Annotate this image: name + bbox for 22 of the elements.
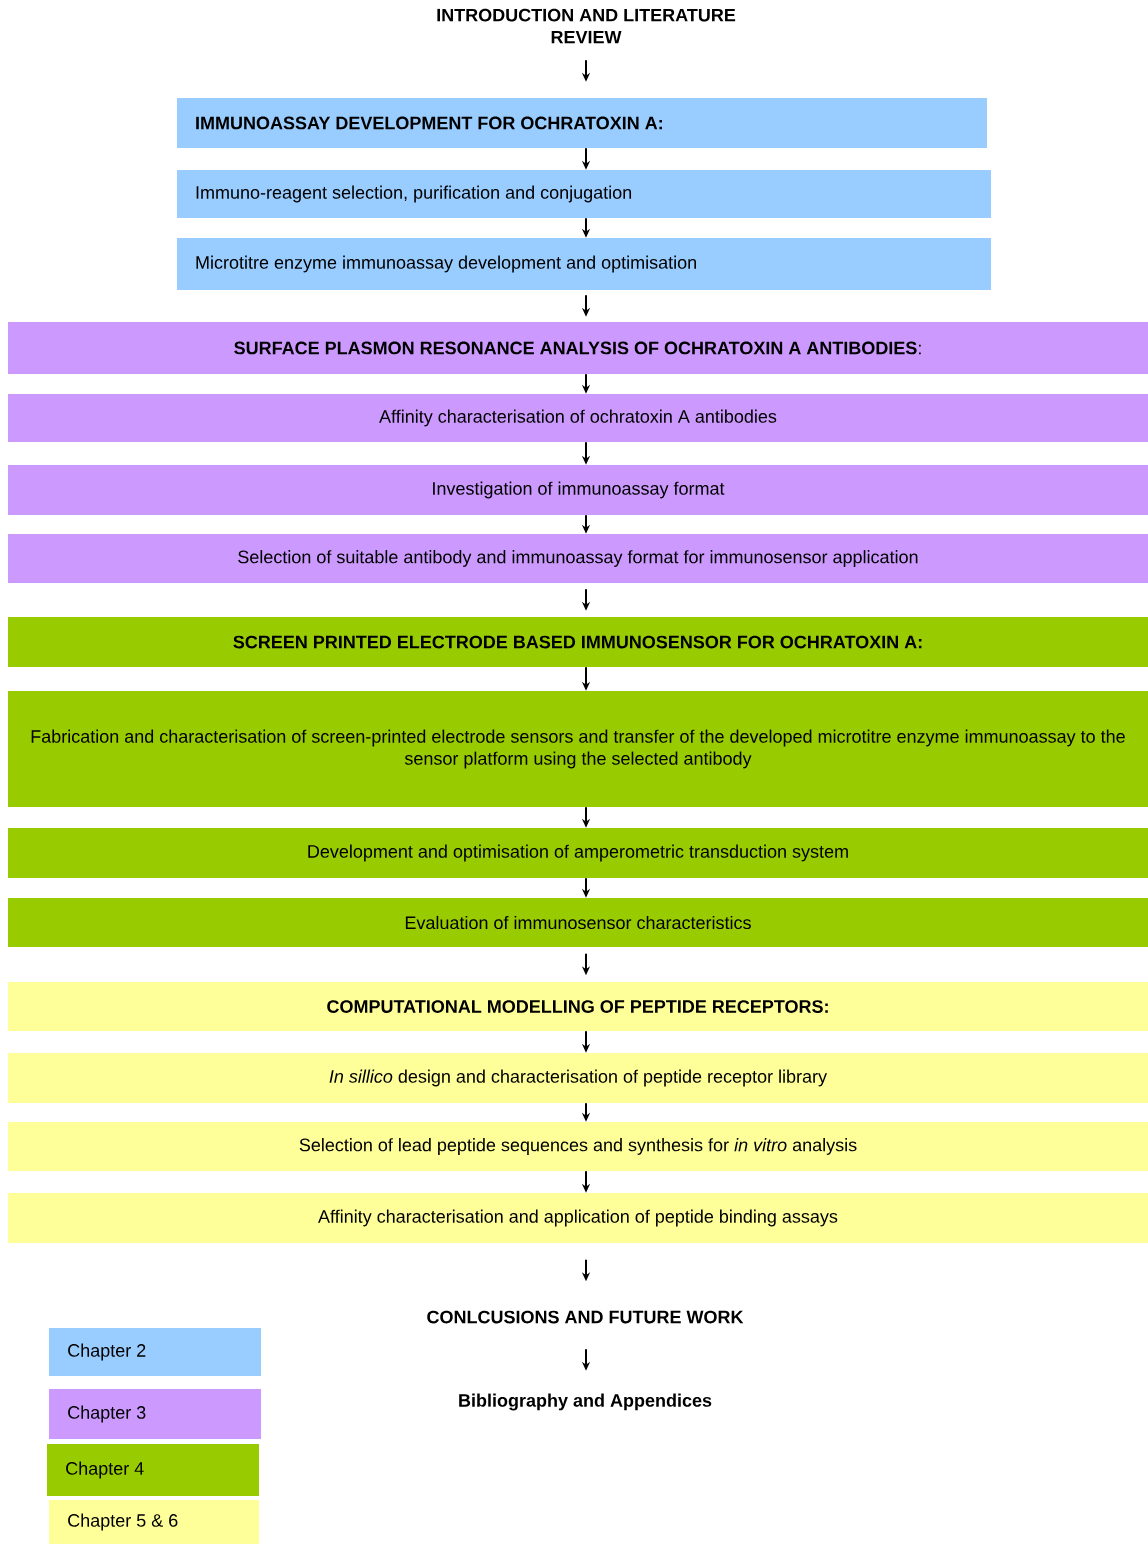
step-box: Affinity characterisation and application of peptide binding assays <box>8 1193 1148 1243</box>
heading: Bibliography and Appendices <box>459 1393 712 1411</box>
step-box: Evaluation of immunosensor characteristics <box>8 898 1148 947</box>
step-box: Development and optimisation of amperometric transduction system <box>8 828 1148 878</box>
section-box: SCREEN PRINTED ELECTRODE BASED IMMUNOSENSOR FOR OCHRATOXIN A: <box>8 617 1148 667</box>
legend-label: Chapter 5 & 6 <box>68 1513 178 1531</box>
section-box: SURFACE PLASMON RESONANCE ANALYSIS OF OCHRATOXIN A ANTIBODIES: <box>8 322 1148 374</box>
step-box: Investigation of immunoassay format <box>8 465 1148 515</box>
section-box: COMPUTATIONAL MODELLING OF PEPTIDE RECEPTORS: <box>8 982 1148 1031</box>
step-box: Immuno-reagent selection, purification and conjugation <box>177 170 991 218</box>
step-box: Selection of lead peptide sequences and synthesis for in vitro analysis <box>8 1122 1148 1171</box>
step-box: Microtitre enzyme immunoassay development and optimisation <box>177 238 991 290</box>
legend-label: Chapter 3 <box>68 1405 146 1423</box>
step-box: Selection of suitable antibody and immunoassay format for immunosensor application <box>8 534 1148 583</box>
heading: INTRODUCTION AND LITERATURE REVIEW <box>437 8 736 44</box>
step-box: In sillico design and characterisation of peptide receptor library <box>8 1053 1148 1103</box>
legend-label: Chapter 2 <box>68 1343 146 1361</box>
heading: CONLCUSIONS AND FUTURE WORK <box>427 1310 744 1324</box>
section-box: IMMUNOASSAY DEVELOPMENT FOR OCHRATOXIN A: <box>177 98 987 148</box>
step-box: Affinity characterisation of ochratoxin A antibodies <box>8 394 1148 442</box>
legend-label: Chapter 4 <box>66 1461 144 1479</box>
step-box: Fabrication and characterisation of screen-printed electrode sensors and transfer of the developed microtitre enzyme immunoassay to the sensor platform using the selected antibody <box>8 691 1148 807</box>
